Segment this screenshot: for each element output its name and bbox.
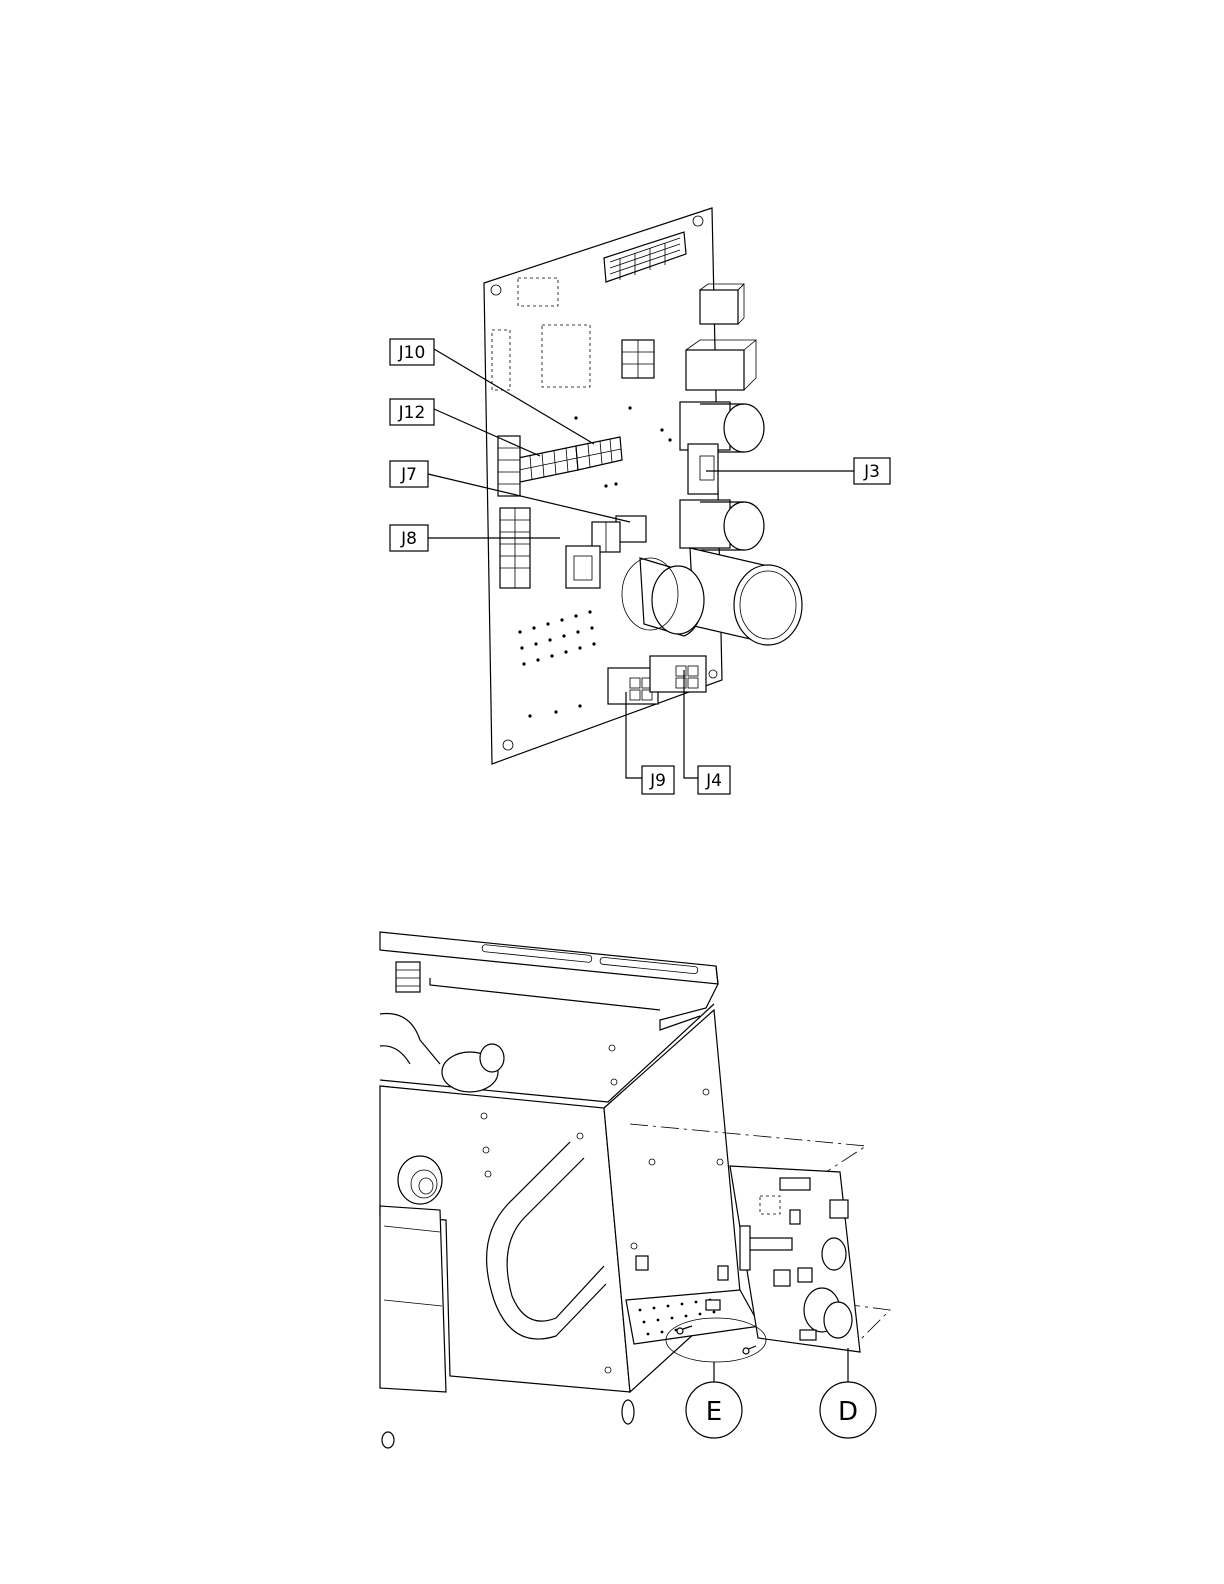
top-fitting xyxy=(396,962,420,992)
callout-j10-label: J10 xyxy=(398,343,426,363)
capacitor-middle xyxy=(680,500,764,550)
front-knob xyxy=(398,1156,442,1204)
chassis-foot xyxy=(622,1400,634,1424)
callout-j4: J4 xyxy=(698,766,730,794)
j8-connector xyxy=(500,508,530,588)
circuit-board-figure: J10 J12 J7 J8 J3 J9 J4 xyxy=(390,208,890,794)
callout-d-label: D xyxy=(838,1397,858,1427)
j3-connector xyxy=(688,444,718,494)
chassis-figure: E D xyxy=(380,932,890,1448)
callout-j8: J8 xyxy=(390,525,428,551)
callout-j10: J10 xyxy=(390,339,434,365)
left-bracket xyxy=(380,1206,446,1392)
box-connector xyxy=(566,546,600,588)
side-clip xyxy=(718,1266,728,1280)
callout-j3: J3 xyxy=(854,458,890,484)
callout-j12-label: J12 xyxy=(398,403,426,423)
callout-j4-label: J4 xyxy=(705,771,722,791)
callout-j9: J9 xyxy=(642,766,674,794)
chassis-foot xyxy=(382,1432,394,1448)
relay-small xyxy=(700,284,744,324)
mid-connector xyxy=(622,340,654,378)
callout-j8-label: J8 xyxy=(400,529,417,549)
j4-connector xyxy=(650,656,706,692)
callout-j12: J12 xyxy=(390,399,434,425)
side-clip xyxy=(636,1256,648,1270)
side-clip xyxy=(706,1300,720,1310)
callout-e-label: E xyxy=(706,1397,722,1427)
callout-j3-label: J3 xyxy=(863,462,880,482)
left-vertical-header xyxy=(498,436,520,496)
callout-e: E xyxy=(686,1382,742,1438)
callout-j9-label: J9 xyxy=(649,771,666,791)
callout-j7-label: J7 xyxy=(400,465,417,485)
hose xyxy=(380,1014,504,1092)
callout-d: D xyxy=(820,1382,876,1438)
callout-j7: J7 xyxy=(390,461,428,487)
bottom-plate xyxy=(626,1290,760,1344)
